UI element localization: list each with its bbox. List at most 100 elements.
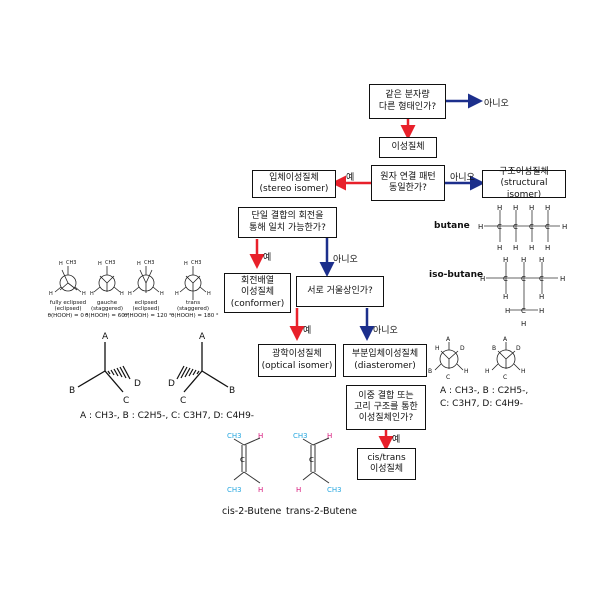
svg-text:CH3: CH3 (227, 486, 242, 494)
conformer-line1: 회전배열 (240, 276, 275, 287)
svg-text:A: A (503, 336, 508, 343)
svg-text:C: C (539, 275, 544, 283)
svg-text:H: H (327, 432, 332, 440)
svg-text:H: H (49, 291, 53, 297)
isobutane-label: iso-butane (429, 270, 484, 280)
optical-box: 광학이성질체 (optical isomer) (258, 344, 336, 377)
svg-text:CH3: CH3 (66, 260, 76, 266)
svg-text:H: H (258, 486, 263, 494)
svg-text:H: H (128, 291, 132, 297)
cis-2-butene-structure (233, 437, 261, 484)
answer-yes-conformer: 예 (263, 253, 272, 263)
legend-right-line2: C: C3H7, D: C4H9- (440, 398, 523, 409)
trans-2-butene-label: trans-2-Butene (286, 506, 357, 517)
cis-2-butene-label: cis-2-Butene (222, 506, 282, 517)
conf-3-name1: trans (185, 300, 201, 306)
svg-text:H: H (521, 320, 526, 328)
svg-text:H: H (485, 368, 490, 375)
legend-left: A : CH3-, B : C2H5-, C: C3H7, D: C4H9- (80, 411, 255, 421)
svg-text:H: H (497, 244, 502, 252)
svg-text:C: C (180, 396, 186, 406)
svg-text:H: H (435, 345, 440, 352)
svg-text:B: B (492, 345, 496, 352)
conf-1-angle: θ(HOOH) = 60 ° (85, 312, 130, 319)
svg-text:H: H (480, 275, 485, 283)
svg-text:D: D (168, 379, 175, 389)
answer-no-structural: 아니오 (450, 173, 475, 183)
butane-label: butane (434, 221, 470, 231)
svg-text:C: C (529, 223, 534, 231)
structural-line1: 구조이성질체 (499, 167, 549, 178)
isomer-box: 이성질체 (379, 137, 437, 158)
svg-text:H: H (175, 291, 179, 297)
conf-2-name2: (eclipsed) (132, 306, 160, 313)
conformer-line3: (conformer) (230, 298, 285, 309)
svg-text:B: B (229, 386, 235, 396)
svg-text:H: H (478, 223, 483, 231)
rotation-line1: 단일 결합의 회전을 (251, 211, 324, 222)
conformation-trans: trans (staggered) θ(HOOH) = 180 ° (171, 300, 219, 319)
same-mass-box: 같은 분자량 다른 형태인가? (369, 84, 446, 119)
optical-line2: (optical isomer) (261, 360, 333, 371)
svg-text:H: H (521, 368, 526, 375)
conf-3-angle: θ(HOOH) = 180 ° (171, 312, 219, 319)
svg-text:C: C (309, 456, 314, 464)
mirror-label: 서로 거울상인가? (307, 285, 373, 296)
chiral-center-left (77, 342, 124, 393)
rotation-box: 단일 결합의 회전을 통해 일치 가능한가? (238, 207, 337, 238)
diastereomer-box: 부분입체이성질체 (diasteromer) (343, 344, 427, 377)
svg-text:H: H (529, 244, 534, 252)
answer-no-mirror: 아니오 (333, 255, 358, 265)
chiral-center-right (183, 342, 229, 393)
svg-text:H: H (529, 204, 534, 212)
stereo-box: 입체이성질체 (stereo isomer) (252, 170, 336, 198)
svg-text:H: H (513, 204, 518, 212)
same-mass-line1: 같은 분자량 (385, 90, 430, 101)
svg-text:H: H (120, 291, 124, 297)
chiral-wedge-right (176, 365, 200, 380)
svg-text:C: C (521, 307, 526, 315)
isobutane-structure (486, 262, 558, 311)
conf-2-angle: θ(HOOH) = 120 ° (124, 312, 172, 319)
svg-text:A: A (199, 332, 206, 342)
svg-text:H: H (505, 307, 510, 315)
svg-text:H: H (513, 244, 518, 252)
double-bond-line2: 고리 구조를 통한 (354, 401, 418, 412)
svg-text:H: H (521, 256, 526, 264)
svg-text:CH3: CH3 (105, 260, 115, 266)
conf-1-name2: (staggered) (90, 306, 124, 313)
newman-projections (54, 266, 207, 300)
double-bond-line3: 이성질체인가? (358, 413, 414, 424)
conf-0-name2: (eclipsed) (54, 306, 82, 313)
svg-text:H: H (539, 256, 544, 264)
svg-text:C: C (503, 275, 508, 283)
answer-yes-stereo: 예 (346, 173, 355, 183)
svg-text:B: B (69, 386, 75, 396)
double-bond-line1: 이중 결합 또는 (358, 390, 414, 401)
svg-text:H: H (497, 204, 502, 212)
svg-text:D: D (134, 379, 141, 389)
same-mass-line2: 다른 형태인가? (378, 101, 437, 112)
structural-line2: (structural isomer) (500, 178, 548, 200)
svg-text:C: C (521, 275, 526, 283)
svg-text:H: H (464, 368, 469, 375)
svg-text:CH3: CH3 (144, 260, 154, 266)
svg-text:H: H (503, 256, 508, 264)
svg-text:H: H (560, 275, 565, 283)
svg-text:H: H (562, 223, 567, 231)
answer-yes-cistrans: 예 (392, 435, 401, 445)
connectivity-line2: 동일한가? (389, 183, 427, 193)
conf-1-name1: gauche (96, 300, 118, 306)
svg-text:H: H (160, 291, 164, 297)
svg-text:H: H (545, 204, 550, 212)
legend-right-line1: A : CH3-, B : C2H5-, (440, 386, 529, 396)
svg-text:C: C (123, 396, 129, 406)
conf-3-name2: (staggered) (176, 306, 210, 313)
svg-text:C: C (545, 223, 550, 231)
svg-text:C: C (497, 223, 502, 231)
